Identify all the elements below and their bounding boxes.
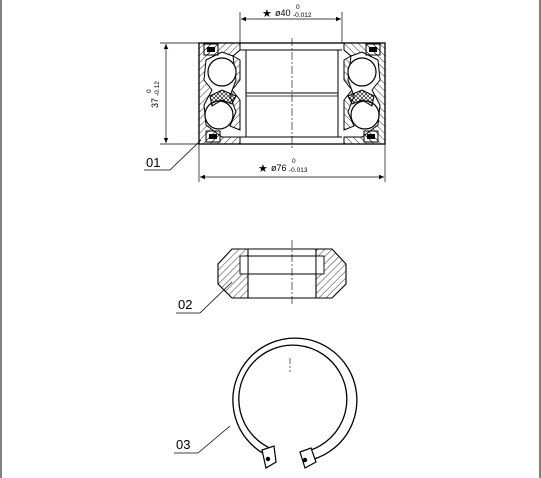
width-upper-tolerance: 0: [146, 89, 153, 93]
bearing-assembly: [198, 38, 386, 150]
outer-diameter-dimension: ★ ø76 0 -0.013: [198, 144, 386, 182]
part-02-label: 02: [178, 297, 192, 312]
bore-star-icon: ★: [262, 7, 272, 20]
left-cage: [209, 89, 237, 107]
outer-star-icon: ★: [258, 162, 268, 175]
circlip-right-lug: [299, 447, 317, 469]
bore-lower-tolerance: -0.012: [293, 12, 312, 19]
bore-dimension: ★ ø40 0 -0.012: [239, 4, 343, 43]
left-section: [198, 42, 241, 145]
width-lower-tolerance: -0.12: [154, 81, 161, 96]
part-02-callout: 02: [176, 281, 233, 314]
right-section: [343, 42, 386, 145]
part-03-label: 03: [176, 437, 190, 452]
outer-lower-tolerance: -0.013: [289, 167, 308, 174]
part-01-callout: 01: [144, 139, 202, 171]
left-upper-ball: [207, 57, 237, 87]
outer-nominal-label: ø76: [271, 163, 287, 173]
left-lower-ball: [204, 100, 234, 130]
retaining-circlip: [232, 337, 358, 469]
circlip-left-lug: [261, 445, 277, 469]
width-dimension: 37 0 -0.12: [146, 42, 199, 145]
outer-upper-tolerance: 0: [292, 158, 296, 165]
bore-upper-tolerance: 0: [296, 4, 300, 11]
part-03-callout: 03: [174, 425, 231, 454]
ring-section: [217, 240, 347, 305]
width-nominal-label: 37: [150, 98, 160, 108]
part-01-label: 01: [146, 155, 160, 170]
bore-nominal-label: ø40: [275, 8, 291, 18]
